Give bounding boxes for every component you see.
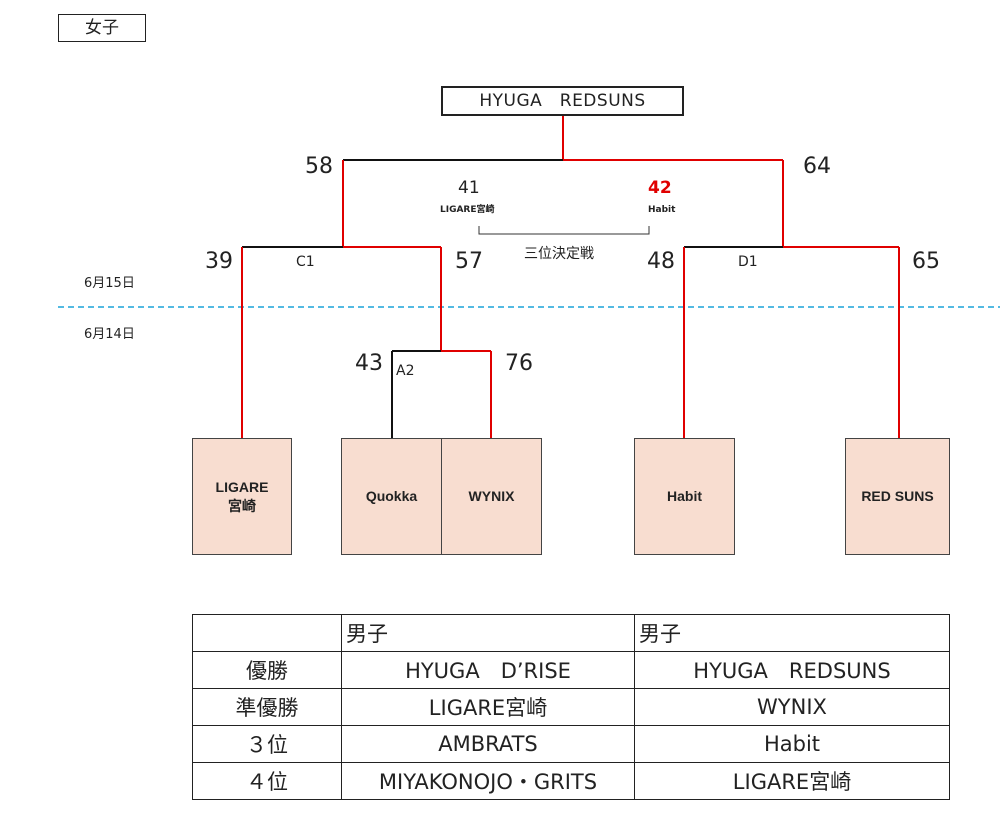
table-cell: HYUGA D’RISE [341, 651, 635, 689]
table-cell: WYNIX [634, 688, 950, 726]
team-box-wynix: WYNIX [441, 438, 542, 555]
d1-left-score: 48 [647, 249, 675, 274]
d1-right-score: 65 [912, 249, 940, 274]
a2-left-score: 43 [355, 351, 383, 376]
third-place-right-score: 42 [648, 178, 672, 198]
game-label-a2: A2 [396, 363, 415, 379]
game-label-d1: D1 [738, 254, 758, 270]
c1-right-score: 57 [455, 249, 483, 274]
final-left-score: 58 [305, 154, 333, 179]
third-place-right-team: Habit [648, 205, 676, 215]
date-label-day1: 6月14日 [84, 327, 135, 342]
c1-left-score: 39 [205, 249, 233, 274]
table-cell: LIGARE宮崎 [341, 688, 635, 726]
team-box-redsuns: RED SUNS [845, 438, 950, 555]
team-box-ligare: LIGARE 宮崎 [192, 438, 292, 555]
third-place-left-score: 41 [458, 178, 480, 198]
table-cell: ４位 [192, 762, 342, 800]
table-cell: LIGARE宮崎 [634, 762, 950, 800]
game-label-third-place: 三位決定戦 [524, 246, 594, 262]
table-cell: HYUGA REDSUNS [634, 651, 950, 689]
table-header-cell: 男子 [634, 614, 950, 652]
table-header-row: 男子 男子 [192, 614, 950, 652]
date-label-day2: 6月15日 [84, 276, 135, 291]
a2-right-score: 76 [505, 351, 533, 376]
game-label-c1: C1 [296, 254, 315, 270]
table-header-cell: 男子 [341, 614, 635, 652]
final-right-score: 64 [803, 154, 831, 179]
table-header-cell [192, 614, 342, 652]
team-box-habit: Habit [634, 438, 735, 555]
champion-box: HYUGA REDSUNS [441, 86, 684, 116]
table-cell: 優勝 [192, 651, 342, 689]
table-row: ３位 AMBRATS Habit [192, 725, 950, 763]
table-row: ４位 MIYAKONOJO・GRITS LIGARE宮崎 [192, 762, 950, 800]
third-place-left-team: LIGARE宮崎 [440, 205, 495, 215]
table-cell: AMBRATS [341, 725, 635, 763]
results-table: 男子 男子 優勝 HYUGA D’RISE HYUGA REDSUNS 準優勝 … [192, 614, 950, 800]
third-place-bracket [478, 226, 650, 235]
table-cell: MIYAKONOJO・GRITS [341, 762, 635, 800]
table-row: 優勝 HYUGA D’RISE HYUGA REDSUNS [192, 651, 950, 689]
page-title: 女子 [58, 14, 146, 42]
table-cell: Habit [634, 725, 950, 763]
team-box-quokka: Quokka [341, 438, 442, 555]
table-cell: 準優勝 [192, 688, 342, 726]
table-cell: ３位 [192, 725, 342, 763]
table-row: 準優勝 LIGARE宮崎 WYNIX [192, 688, 950, 726]
